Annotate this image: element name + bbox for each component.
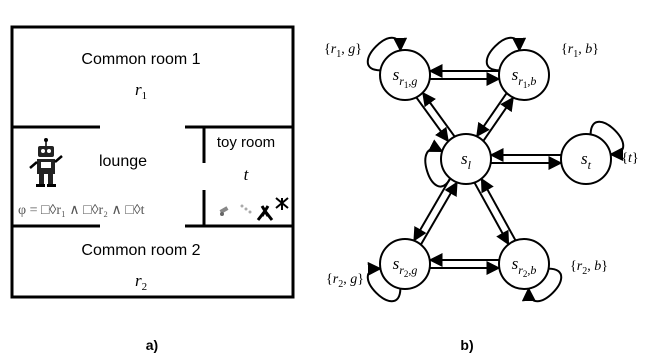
edge-l-to-r2b — [473, 182, 510, 246]
state-label: sl — [461, 149, 472, 172]
robot-icon — [29, 138, 63, 187]
edge-r2g-to-l — [420, 181, 458, 245]
edge-r2b-to-l — [480, 177, 517, 241]
edge-r1b-to-l — [476, 92, 508, 138]
state-node-l: sl — [440, 133, 492, 185]
state-atoms-t: {t} — [621, 151, 638, 166]
state-node-r1b: sr1,b — [498, 49, 550, 101]
caption-a: a) — [146, 337, 158, 353]
state-label: sr1,g — [393, 65, 418, 90]
state-circle — [560, 133, 612, 185]
state-atoms-r1g: {r1, g} — [324, 42, 362, 60]
state-node-t: st — [560, 133, 612, 185]
edge-l-to-r2g — [413, 178, 451, 242]
state-circle — [498, 238, 550, 290]
self-loop-t — [589, 120, 625, 162]
state-circle — [379, 238, 431, 290]
toy-room-label: toy room — [217, 134, 275, 151]
common-room-1-symbol: r1 — [135, 80, 147, 102]
state-node-r2b: sr2,b — [498, 238, 550, 290]
self-loop-r2g — [366, 261, 402, 303]
edge-l-to-r1g — [422, 91, 456, 138]
self-loop-r1b — [485, 36, 527, 72]
graph-nodes: sr1,g {r1, g} sr1,b {r1, b} sl st {t} sr2,g {r2,… — [324, 42, 639, 290]
state-node-r1g: sr1,g — [379, 49, 431, 101]
state-atoms-r2b: {r2, b} — [570, 259, 608, 277]
ltl-formula: φ = □◊r₁ ∧ □◊r₂ ∧ □◊t — [18, 203, 145, 218]
caption-b: b) — [460, 337, 473, 353]
toy-room-symbol: t — [244, 165, 250, 184]
common-room-2-symbol: r2 — [135, 271, 147, 293]
state-node-r2g: sr2,g — [379, 238, 431, 290]
outer-wall — [10, 25, 295, 299]
self-loop-r1g — [366, 36, 408, 72]
edge-r1g-to-l — [415, 96, 449, 143]
state-label: sr2,g — [393, 254, 418, 279]
graph-edges — [366, 36, 625, 303]
state-circle — [379, 49, 431, 101]
state-circle — [498, 49, 550, 101]
state-circle — [440, 133, 492, 185]
common-room-2-label: Common room 2 — [81, 242, 200, 259]
state-label: sr2,b — [512, 254, 537, 279]
floor-plan: Common room 1 r1 lounge toy room t φ = □… — [10, 25, 295, 299]
toys-icon — [219, 197, 289, 221]
state-atoms-r2g: {r2, g} — [326, 272, 364, 290]
state-label: sr1,b — [512, 65, 537, 90]
self-loop-r2b — [521, 267, 563, 303]
state-label: st — [581, 149, 592, 172]
common-room-1-label: Common room 1 — [81, 51, 200, 68]
state-atoms-r1b: {r1, b} — [561, 42, 599, 60]
lounge-label: lounge — [99, 153, 147, 170]
self-loop-l — [424, 139, 452, 188]
